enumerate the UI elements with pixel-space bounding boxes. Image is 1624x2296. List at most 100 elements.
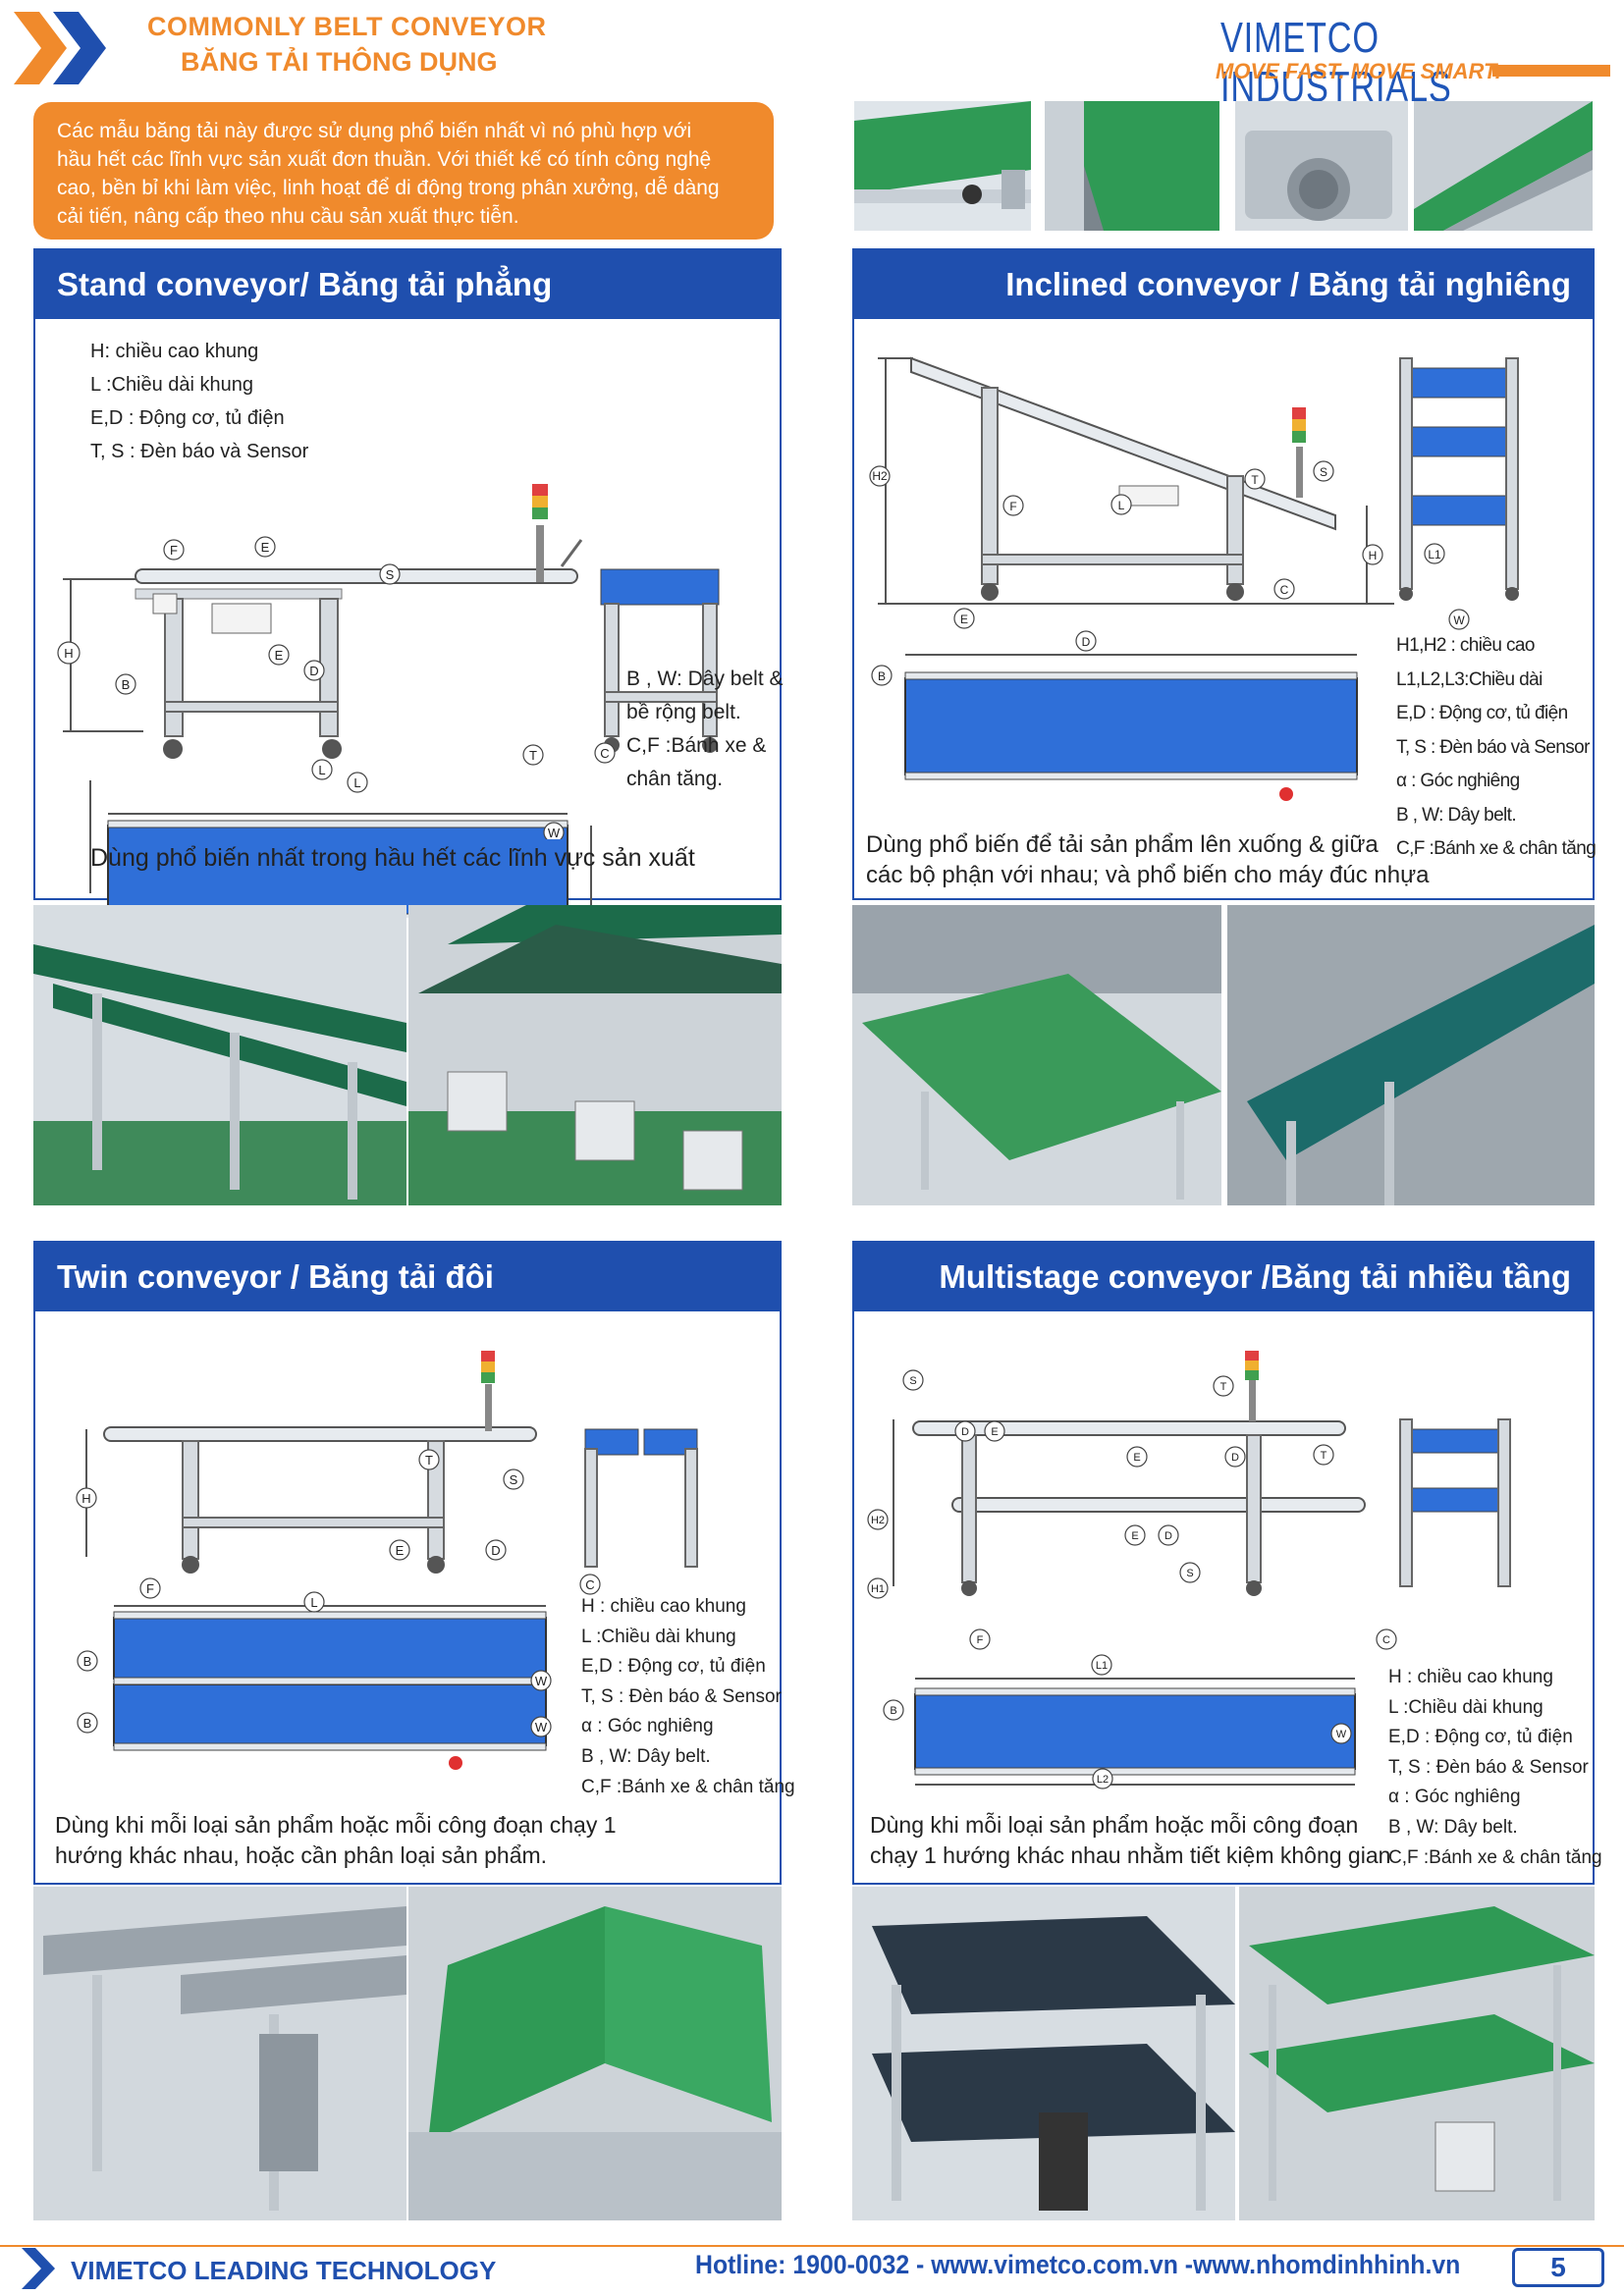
- multistage-photo-2: [1239, 1887, 1595, 2220]
- label-S: S: [510, 1472, 518, 1487]
- inclined-legend: H1,H2 : chiều cao L1,L2,L3:Chiều dài E,D…: [1396, 629, 1597, 867]
- multistage-caption: Dùng khi mỗi loại sản phẩm hoặc mỗi công…: [870, 1810, 1390, 1871]
- legend-item: C,F :Bánh xe & chân tăng: [1396, 838, 1597, 859]
- footer-contact[interactable]: Hotline: 1900-0032 - www.vimetco.com.vn …: [695, 2250, 1461, 2279]
- caption-line: chạy 1 hướng khác nhau nhằm tiết kiệm kh…: [870, 1842, 1391, 1868]
- label-C: C: [1382, 1634, 1390, 1646]
- legend-item: T, S : Đèn báo và Sensor: [1396, 736, 1590, 758]
- stand-label-markers: H B F E E D L L S T W C: [57, 536, 616, 839]
- label-W: W: [548, 826, 561, 839]
- panel-multistage-conveyor: Multistage conveyor /Băng tải nhiều tầng: [852, 1241, 1602, 1885]
- legend-item: E,D : Động cơ, tủ điện: [581, 1656, 766, 1678]
- legend-item: B , W: Dây belt.: [581, 1745, 711, 1767]
- twin-side-diagram: [85, 1351, 698, 1770]
- label-H1: H1: [871, 1583, 885, 1595]
- label-W: W: [535, 1720, 548, 1735]
- panel-stand-conveyor: Stand conveyor/ Băng tải phẳng H: chiều …: [33, 248, 784, 918]
- footer-chevron-icon: [22, 2248, 55, 2289]
- stand-legend-b: B , W: Dây belt & bề rộng belt. C,F :Bán…: [626, 663, 784, 796]
- legend-item: chân tăng.: [626, 768, 724, 790]
- label-T: T: [1321, 1450, 1327, 1462]
- multistage-legend: H : chiều cao khung L :Chiều dài khung E…: [1388, 1663, 1602, 1873]
- legend-item: E,D : Động cơ, tủ điện: [1388, 1727, 1573, 1748]
- legend-item: α : Góc nghiêng: [1388, 1787, 1521, 1808]
- twin-photo-1: [33, 1887, 406, 2220]
- inclined-photo-2: [1227, 905, 1595, 1205]
- label-T: T: [425, 1453, 433, 1468]
- label-E: E: [960, 613, 968, 626]
- caption-line: Dùng phổ biến để tải sản phẩm lên xuống …: [866, 831, 1379, 858]
- inclined-label-markers: H2 E D F L T S H C L1 W B: [869, 460, 1470, 686]
- intro-line: Các mẫu băng tải này được sử dụng phổ bi…: [57, 120, 692, 142]
- legend-item: H : chiều cao khung: [1388, 1667, 1553, 1687]
- caption-line: Dùng khi mỗi loại sản phẩm hoặc mỗi công…: [55, 1812, 617, 1838]
- legend-item: L :Chiều dài khung: [90, 374, 254, 396]
- twin-caption: Dùng khi mỗi loại sản phẩm hoặc mỗi công…: [55, 1810, 617, 1871]
- legend-item: H : chiều cao khung: [581, 1596, 746, 1617]
- twin-photo-2: [408, 1887, 782, 2220]
- label-T: T: [1220, 1381, 1227, 1393]
- label-E: E: [991, 1426, 998, 1438]
- legend-item: B , W: Dây belt.: [1396, 804, 1517, 826]
- label-B: B: [890, 1705, 896, 1717]
- label-L: L: [318, 763, 325, 777]
- legend-item: α : Góc nghiêng: [581, 1716, 714, 1737]
- legend-item: B , W: Dây belt.: [1388, 1816, 1518, 1838]
- multistage-photo-1: [852, 1887, 1235, 2220]
- slogan-underline: [1492, 65, 1610, 77]
- detail-photo-3: [1235, 101, 1408, 231]
- label-L: L: [1118, 499, 1125, 512]
- label-F: F: [1009, 500, 1016, 513]
- label-T: T: [529, 748, 537, 763]
- label-L1: L1: [1096, 1660, 1108, 1672]
- intro-line: cao, bền bỉ khi làm việc, linh hoạt để d…: [57, 177, 720, 199]
- panel-title: Multistage conveyor /Băng tải nhiều tầng: [854, 1243, 1593, 1311]
- label-S: S: [1186, 1568, 1193, 1579]
- label-E: E: [396, 1543, 405, 1558]
- label-E: E: [261, 540, 270, 555]
- intro-box: Các mẫu băng tải này được sử dụng phổ bi…: [33, 102, 774, 240]
- label-H2: H2: [871, 1515, 885, 1526]
- legend-item: L1,L2,L3:Chiều dài: [1396, 668, 1543, 690]
- label-S: S: [1320, 465, 1327, 479]
- panel-inclined-conveyor: Inclined conveyor / Băng tải nghiêng: [852, 248, 1597, 900]
- header-chevron-icon: [14, 12, 106, 84]
- caption-line: Dùng khi mỗi loại sản phẩm hoặc mỗi công…: [870, 1812, 1359, 1838]
- label-E: E: [1133, 1452, 1140, 1464]
- label-H: H: [1369, 549, 1378, 562]
- label-C: C: [1280, 583, 1289, 597]
- stand-photo-1: [33, 905, 406, 1205]
- header-title-en: COMMONLY BELT CONVEYOR: [147, 12, 547, 41]
- inclined-caption: Dùng phổ biến để tải sản phẩm lên xuống …: [866, 829, 1430, 890]
- label-E: E: [275, 648, 284, 663]
- footer-divider: [0, 2245, 1624, 2247]
- legend-item: T, S : Đèn báo và Sensor: [90, 441, 309, 462]
- label-W: W: [1453, 614, 1465, 627]
- label-S: S: [909, 1375, 916, 1387]
- label-F: F: [977, 1634, 984, 1646]
- legend-item: L :Chiều dài khung: [1388, 1696, 1543, 1718]
- legend-item: bề rộng belt.: [626, 701, 741, 723]
- legend-item: H1,H2 : chiều cao: [1396, 635, 1535, 656]
- twin-label-markers: H F B B L E D T S C W W: [76, 1449, 601, 1737]
- label-L2: L2: [1097, 1774, 1109, 1786]
- header-title-vi: BĂNG TẢI THÔNG DỤNG: [181, 47, 498, 77]
- label-D: D: [309, 664, 318, 678]
- legend-item: L :Chiều dài khung: [581, 1626, 736, 1647]
- intro-line: cải tiến, nâng cấp theo nhu cầu sản xuất…: [57, 205, 519, 228]
- legend-item: T, S : Đèn báo & Sensor: [581, 1685, 782, 1707]
- label-B: B: [878, 669, 886, 683]
- label-T: T: [1251, 473, 1259, 487]
- label-D: D: [1164, 1530, 1172, 1542]
- inclined-side-diagram: [878, 356, 1519, 801]
- inclined-photo-1: [852, 905, 1221, 1205]
- legend-item: B , W: Dây belt &: [626, 667, 784, 690]
- label-D: D: [1231, 1452, 1239, 1464]
- label-W: W: [1336, 1729, 1347, 1740]
- brand-logo: VIMETCO INDUSTRIALS: [1220, 14, 1452, 111]
- label-E: E: [1131, 1530, 1138, 1542]
- label-B: B: [83, 1654, 92, 1669]
- stand-photo-2: [408, 905, 782, 1205]
- stand-legend: H: chiều cao khung L :Chiều dài khung E,…: [90, 335, 308, 468]
- detail-photo-2: [1045, 101, 1219, 231]
